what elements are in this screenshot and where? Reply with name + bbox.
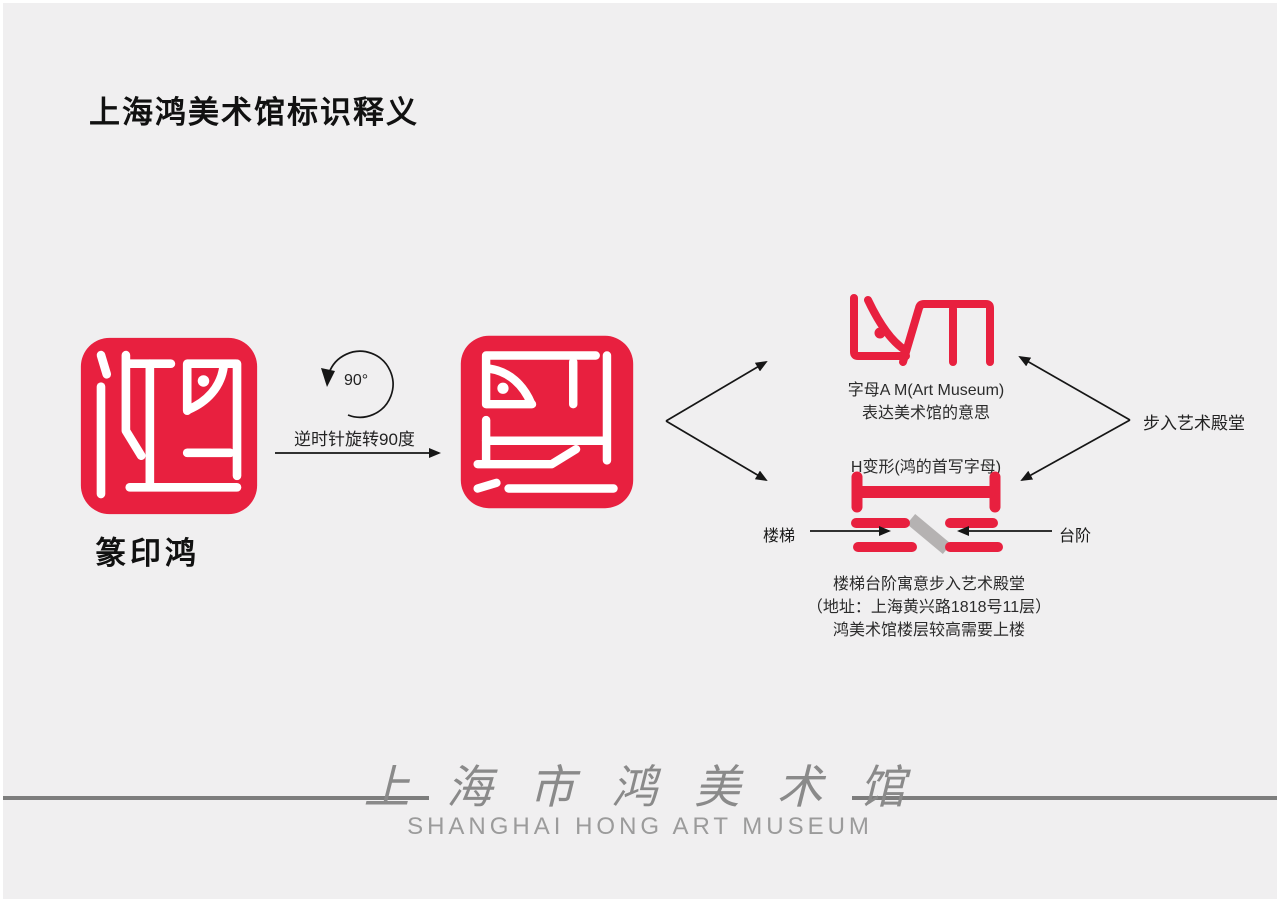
letter-a-frame (850, 294, 910, 360)
right-note: 步入艺术殿堂 (1143, 414, 1245, 433)
h-stairs-graphic (851, 471, 1003, 554)
seal-stamp-rotated (460, 335, 634, 509)
am-letters-graphic (850, 294, 994, 366)
rotation-arc-arrowhead (321, 368, 335, 387)
h-description-line3: 鸿美术馆楼层较高需要上楼 (832, 622, 1025, 639)
seal-bird-eye-dot (197, 375, 210, 387)
footer-chinese-calligraphy: 上 海 市 鸿 美 术 馆 (363, 760, 917, 814)
h-description-line2: （地址：上海黄兴路1818号11层） (806, 599, 1052, 616)
letter-a-dot (874, 327, 886, 339)
footer-rule-left (3, 796, 429, 800)
footer-rule-right (852, 796, 1277, 800)
stairs-left-label: 楼梯 (763, 528, 796, 545)
h-description-line1: 楼梯台阶寓意步入艺术殿堂 (832, 576, 1025, 593)
seal-bird-eye-dot (497, 382, 509, 394)
stairs-right-label: 台阶 (1059, 528, 1092, 545)
letter-m-outline (899, 300, 994, 366)
letter-a-curve (864, 296, 909, 354)
am-caption-line2: 表达美术馆的意思 (861, 405, 990, 422)
stair-step-gray (906, 514, 952, 554)
page-title: 上海鸿美术馆标识释义 (89, 95, 419, 130)
seal-label: 篆印鸿 (95, 536, 200, 571)
rotation-degree-label: 90° (344, 372, 369, 389)
rotation-caption: 逆时针旋转90度 (294, 430, 415, 449)
am-caption-line1: 字母A M(Art Museum) (847, 382, 1005, 399)
split-arrow-to-am (665, 360, 768, 422)
h-caption: H变形(鸿的首写字母) (850, 459, 1002, 476)
split-arrow-to-h (665, 420, 768, 482)
seal-stamp-original (80, 337, 258, 515)
footer-english-name: SHANGHAI HONG ART MUSEUM (407, 813, 873, 840)
